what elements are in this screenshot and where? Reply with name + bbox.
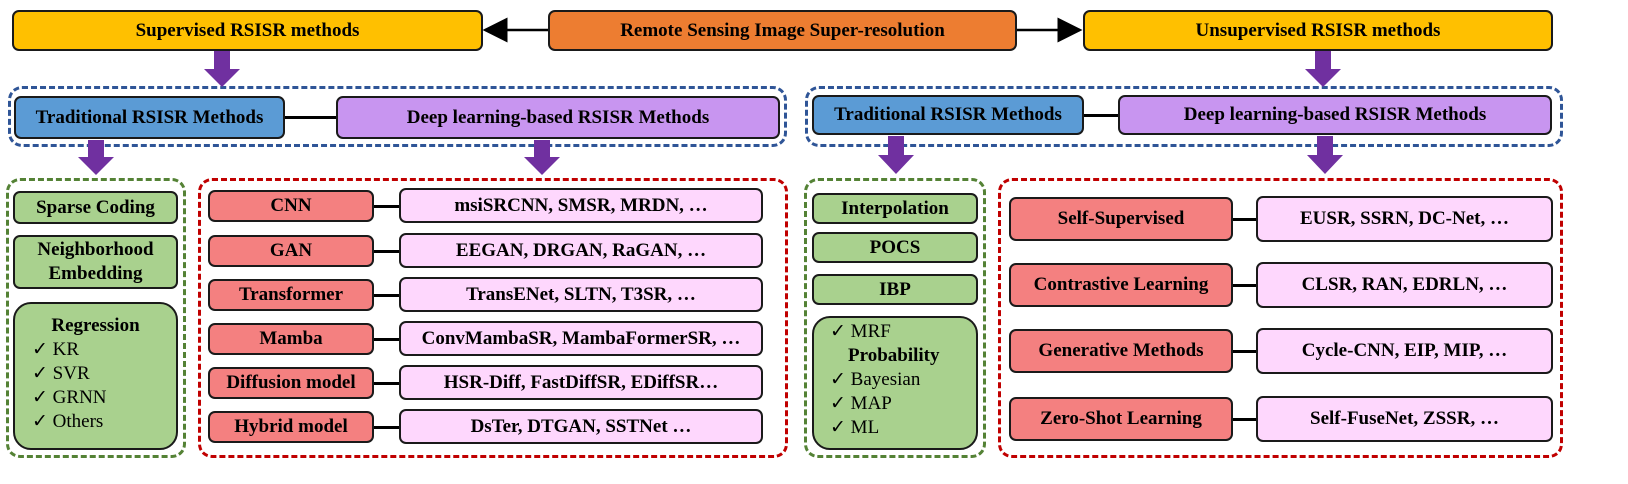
root-topic-box: Remote Sensing Image Super-resolution	[548, 10, 1017, 51]
supervised-traditional-group	[6, 178, 186, 458]
probability-item: ✓ ML	[830, 417, 880, 438]
down-arrow	[78, 140, 114, 175]
methods-mamba: ConvMambaSR, MambaFormerSR, …	[399, 321, 763, 356]
connector-line	[373, 205, 399, 208]
neighborhood-label: Neighborhood	[37, 239, 154, 261]
methods-diffusion: HSR-Diff, FastDiffSR, EDiffSR…	[399, 365, 763, 400]
connector-line	[373, 294, 399, 297]
probability-list: ✓ MRF Probability ✓ Bayesian ✓ MAP ✓ ML	[830, 320, 940, 440]
unsupervised-methods-group	[805, 86, 1563, 147]
down-arrow	[1305, 51, 1341, 87]
connector-line	[373, 338, 399, 341]
category-gan: GAN	[208, 235, 374, 267]
connector-line	[373, 382, 399, 385]
methods-self-supervised: EUSR, SSRN, DC-Net, …	[1256, 196, 1553, 242]
category-diffusion: Diffusion model	[208, 367, 374, 399]
connector-line	[1083, 114, 1119, 117]
category-generative-methods: Generative Methods	[1009, 329, 1233, 373]
category-hybrid: Hybrid model	[208, 411, 374, 443]
category-transformer: Transformer	[208, 279, 374, 311]
connector-line	[373, 426, 399, 429]
down-arrow	[204, 51, 240, 87]
connector-line	[1232, 284, 1256, 287]
supervised-deep-group	[198, 178, 788, 458]
sparse-coding-box: Sparse Coding	[13, 191, 178, 224]
probability-item: ✓ MAP	[830, 393, 892, 414]
unsupervised-deep-group	[998, 178, 1563, 458]
down-arrow	[1307, 136, 1343, 174]
methods-gan: EEGAN, DRGAN, RaGAN, …	[399, 233, 763, 268]
unsupervised-deep-box: Deep learning-based RSISR Methods	[1118, 95, 1552, 135]
regression-item: ✓ Others	[32, 411, 104, 432]
supervised-methods-box: Supervised RSISR methods	[12, 10, 483, 51]
probability-item: ✓ MRF	[830, 321, 891, 342]
supervised-deep-box: Deep learning-based RSISR Methods	[336, 96, 780, 139]
connector-line	[283, 116, 337, 119]
connector-line	[1232, 418, 1256, 421]
unsupervised-traditional-box: Traditional RSISR Methods	[812, 95, 1084, 135]
category-cnn: CNN	[208, 190, 374, 222]
connector-line	[373, 250, 399, 253]
category-self-supervised: Self-Supervised	[1009, 197, 1233, 241]
down-arrow	[524, 140, 560, 175]
methods-hybrid: DsTer, DTGAN, SSTNet …	[399, 409, 763, 444]
embedding-label: Embedding	[48, 263, 143, 284]
down-arrow	[878, 136, 914, 174]
regression-list: ✓ KR ✓ SVR ✓ GRNN ✓ Others	[32, 338, 107, 434]
regression-item: ✓ SVR	[32, 363, 90, 384]
unsupervised-methods-box: Unsupervised RSISR methods	[1083, 10, 1553, 51]
supervised-methods-group	[8, 86, 787, 147]
methods-transformer: TransENet, SLTN, T3SR, …	[399, 277, 763, 312]
neighborhood-embedding-box: Neighborhood Embedding	[13, 235, 178, 289]
unsupervised-traditional-group	[804, 178, 986, 458]
regression-item: ✓ GRNN	[32, 387, 107, 408]
regression-item: ✓ KR	[32, 339, 80, 360]
ibp-box: IBP	[812, 274, 978, 305]
category-mamba: Mamba	[208, 323, 374, 355]
methods-zero-shot-learning: Self-FuseNet, ZSSR, …	[1256, 396, 1553, 442]
connector-line	[1232, 350, 1256, 353]
methods-cnn: msiSRCNN, SMSR, MRDN, …	[399, 188, 763, 223]
interpolation-box: Interpolation	[812, 193, 978, 224]
regression-title: Regression	[51, 315, 140, 336]
category-contrastive-learning: Contrastive Learning	[1009, 263, 1233, 307]
pocs-box: POCS	[812, 232, 978, 263]
probability-box	[812, 316, 978, 450]
methods-generative-methods: Cycle-CNN, EIP, MIP, …	[1256, 328, 1553, 374]
regression-box	[13, 302, 178, 450]
category-zero-shot-learning: Zero-Shot Learning	[1009, 397, 1233, 441]
methods-contrastive-learning: CLSR, RAN, EDRLN, …	[1256, 262, 1553, 308]
supervised-traditional-box: Traditional RSISR Methods	[14, 96, 285, 139]
connector-line	[1232, 218, 1256, 221]
probability-item: ✓ Bayesian	[830, 369, 921, 390]
probability-title: Probability	[848, 345, 940, 366]
